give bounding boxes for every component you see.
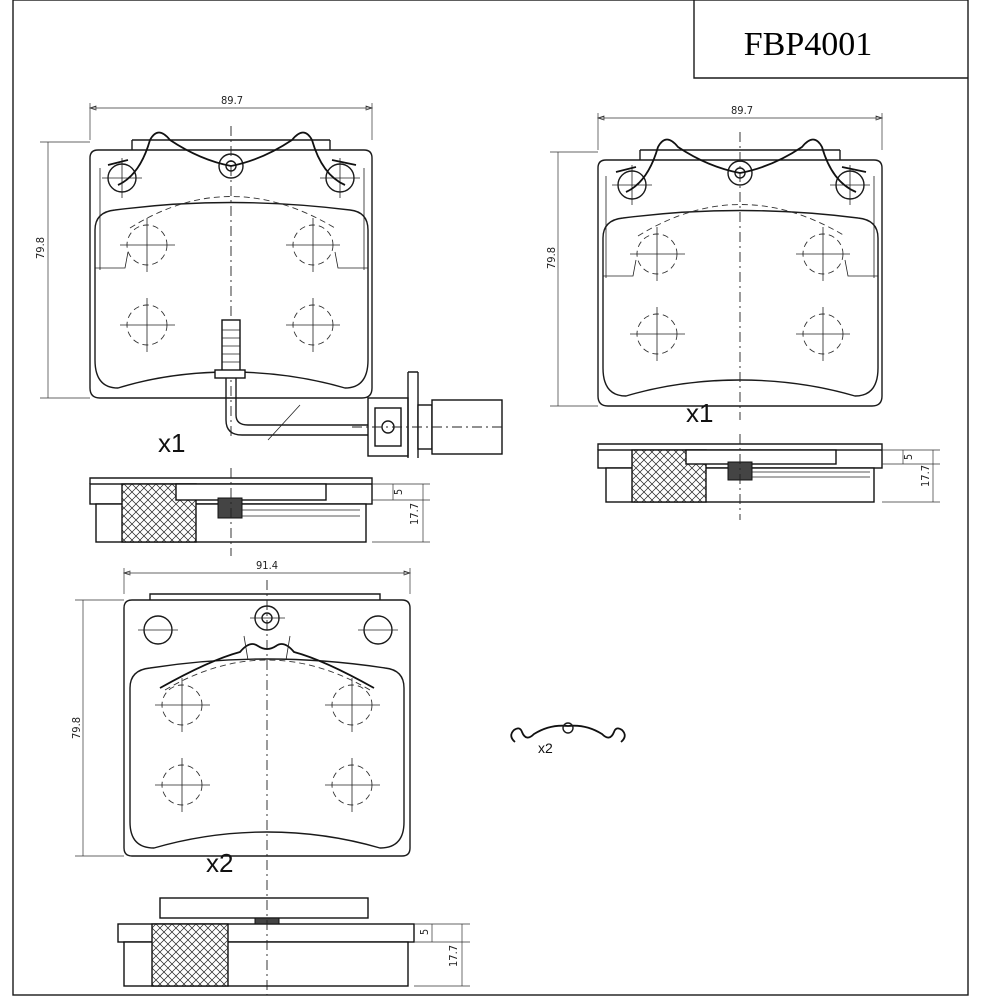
pad-c-side-view: 5 17.7 [117, 880, 470, 995]
pad-a-total-thickness: 17.7 [408, 503, 421, 525]
title-block: FBP4001 [693, 0, 968, 79]
pad-a-front-view [89, 126, 505, 458]
pad-c-dimensions: 91.4 79.8 [70, 559, 412, 857]
part-number: FBP4001 [744, 26, 873, 63]
pad-b-quantity: x1 [686, 398, 713, 428]
pad-b-height: 79.8 [545, 247, 558, 269]
pad-c-total-thickness: 17.7 [447, 945, 460, 967]
pad-b-dimensions: 89.7 79.8 [545, 104, 884, 407]
pad-c-plate-thickness: 5 [418, 929, 431, 935]
pad-a-dimensions: 89.7 79.8 [34, 94, 374, 399]
pad-b-plate-thickness: 5 [902, 454, 915, 460]
pad-b-side-view: 5 17.7 [597, 434, 940, 520]
pad-a-width: 89.7 [221, 94, 243, 107]
pad-a-quantity: x1 [158, 428, 185, 458]
page-border [12, 0, 969, 996]
pad-c-quantity: x2 [206, 848, 233, 878]
pad-b-front-view [597, 132, 883, 420]
pad-b-width: 89.7 [731, 104, 753, 117]
spring-clip: x2 [510, 722, 626, 756]
pad-c-width: 91.4 [256, 559, 278, 572]
spring-clip-quantity: x2 [538, 740, 553, 756]
pad-c-height: 79.8 [70, 717, 83, 739]
pad-a-plate-thickness: 5 [392, 489, 405, 495]
pad-a-side-view: 5 17.7 [89, 468, 430, 556]
pad-c-front-view [123, 580, 411, 880]
pad-b-total-thickness: 17.7 [919, 465, 932, 487]
pad-a-height: 79.8 [34, 237, 47, 259]
